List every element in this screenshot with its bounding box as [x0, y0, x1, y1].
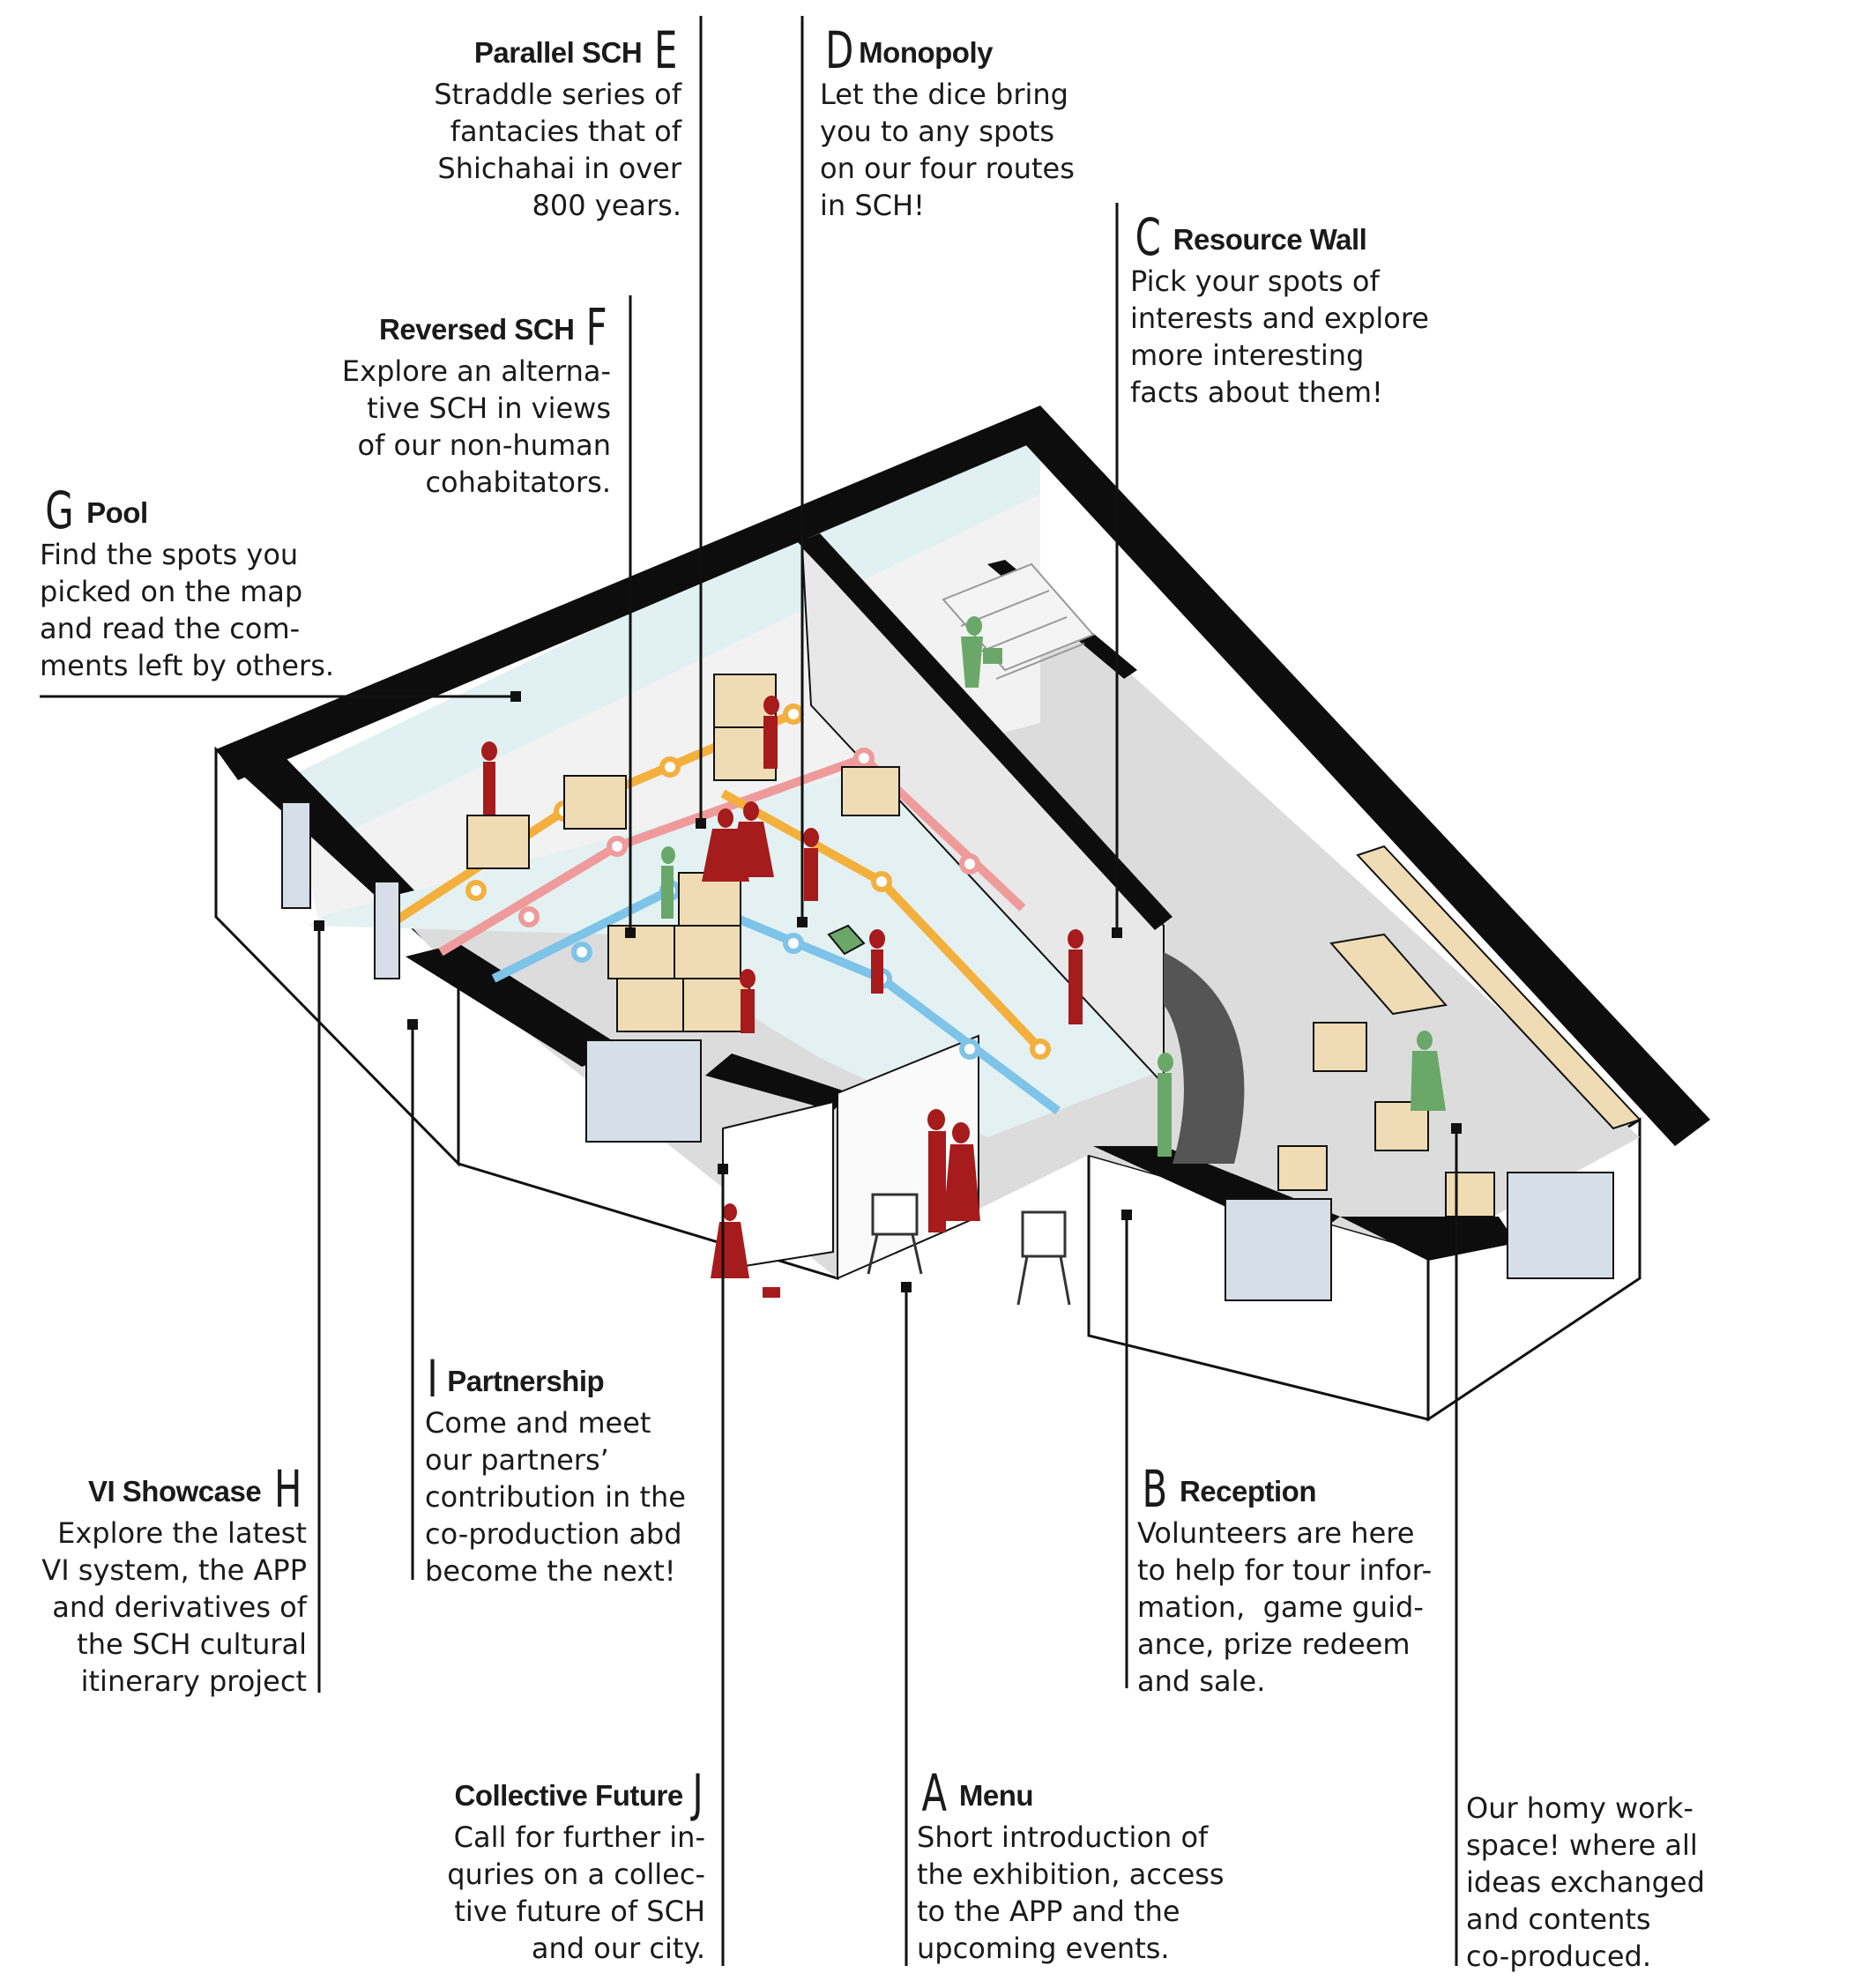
callout-F-reversed-sch: Reversed SCH F Explore an alterna- tive …: [342, 302, 611, 501]
callout-J-title: Collective Future: [454, 1779, 682, 1812]
callout-C-body: Pick your spots of interests and explore…: [1130, 263, 1429, 411]
callout-workspace: Our homy work- space! where all ideas ex…: [1466, 1790, 1705, 1975]
callout-J-body: Call for further in- quries on a collec-…: [447, 1819, 705, 1967]
callout-D-body: Let the dice bring you to any spots on o…: [820, 76, 1075, 224]
callout-A-letter: A: [921, 1768, 946, 1819]
callout-H-title: VI Showcase: [88, 1475, 261, 1508]
callout-G-heading: G Pool: [40, 485, 334, 536]
callout-E-title: Parallel SCH: [474, 36, 642, 69]
callout-A-body: Short introduction of the exhibition, ac…: [917, 1819, 1225, 1967]
callout-J-collective-future: Collective Future J Call for further in-…: [447, 1768, 705, 1967]
callout-C-heading: C Resource Wall: [1130, 212, 1429, 263]
callout-G-title: Pool: [86, 496, 148, 529]
callout-I-body: Come and meet our partners’ contribution…: [425, 1404, 686, 1590]
callout-I-letter: I: [427, 1353, 437, 1404]
callout-G-body: Find the spots you picked on the map and…: [40, 536, 334, 684]
callout-H-heading: VI Showcase H: [41, 1463, 307, 1515]
callout-C-title: Resource Wall: [1173, 223, 1367, 256]
building-shell: [216, 406, 1710, 1419]
callout-E-body: Straddle series of fantacies that of Shi…: [434, 76, 681, 224]
callout-I-heading: I Partnership: [425, 1353, 686, 1404]
callout-B-reception: B Reception Volunteers are here to help …: [1137, 1463, 1432, 1700]
callout-D-letter: D: [825, 25, 853, 76]
callout-F-heading: Reversed SCH F: [342, 302, 611, 353]
callout-I-partnership: I Partnership Come and meet our partners…: [425, 1353, 686, 1590]
callout-C-resource-wall: C Resource Wall Pick your spots of inter…: [1130, 212, 1429, 411]
callout-B-letter: B: [1143, 1463, 1167, 1515]
callout-E-heading: Parallel SCH E: [434, 25, 681, 76]
callout-F-body: Explore an alterna- tive SCH in views of…: [342, 353, 611, 501]
callout-H-body: Explore the latest VI system, the APP an…: [41, 1515, 307, 1700]
callout-F-title: Reversed SCH: [379, 313, 574, 346]
callout-A-title: Menu: [959, 1779, 1033, 1812]
callout-E-parallel-sch: Parallel SCH E Straddle series of fantac…: [434, 25, 681, 224]
callout-B-heading: B Reception: [1137, 1463, 1432, 1515]
callout-D-title: Monopoly: [859, 36, 993, 69]
callout-J-letter: J: [693, 1768, 704, 1819]
callout-C-letter: C: [1135, 212, 1161, 263]
callout-A-menu: A Menu Short introduction of the exhibit…: [917, 1768, 1225, 1967]
callout-G-letter: G: [45, 485, 73, 536]
callout-G-pool: G Pool Find the spots you picked on the …: [40, 485, 334, 684]
callout-workspace-body: Our homy work- space! where all ideas ex…: [1466, 1790, 1705, 1975]
callout-E-letter: E: [654, 25, 677, 76]
callout-I-title: Partnership: [447, 1365, 604, 1397]
callout-B-body: Volunteers are here to help for tour inf…: [1137, 1515, 1432, 1700]
callout-F-letter: F: [586, 302, 607, 353]
callout-A-heading: A Menu: [917, 1768, 1225, 1819]
callout-H-letter: H: [274, 1463, 302, 1515]
callout-B-title: Reception: [1180, 1475, 1316, 1508]
callout-J-heading: Collective Future J: [447, 1768, 705, 1819]
callout-H-vi-showcase: VI Showcase H Explore the latest VI syst…: [41, 1463, 307, 1700]
